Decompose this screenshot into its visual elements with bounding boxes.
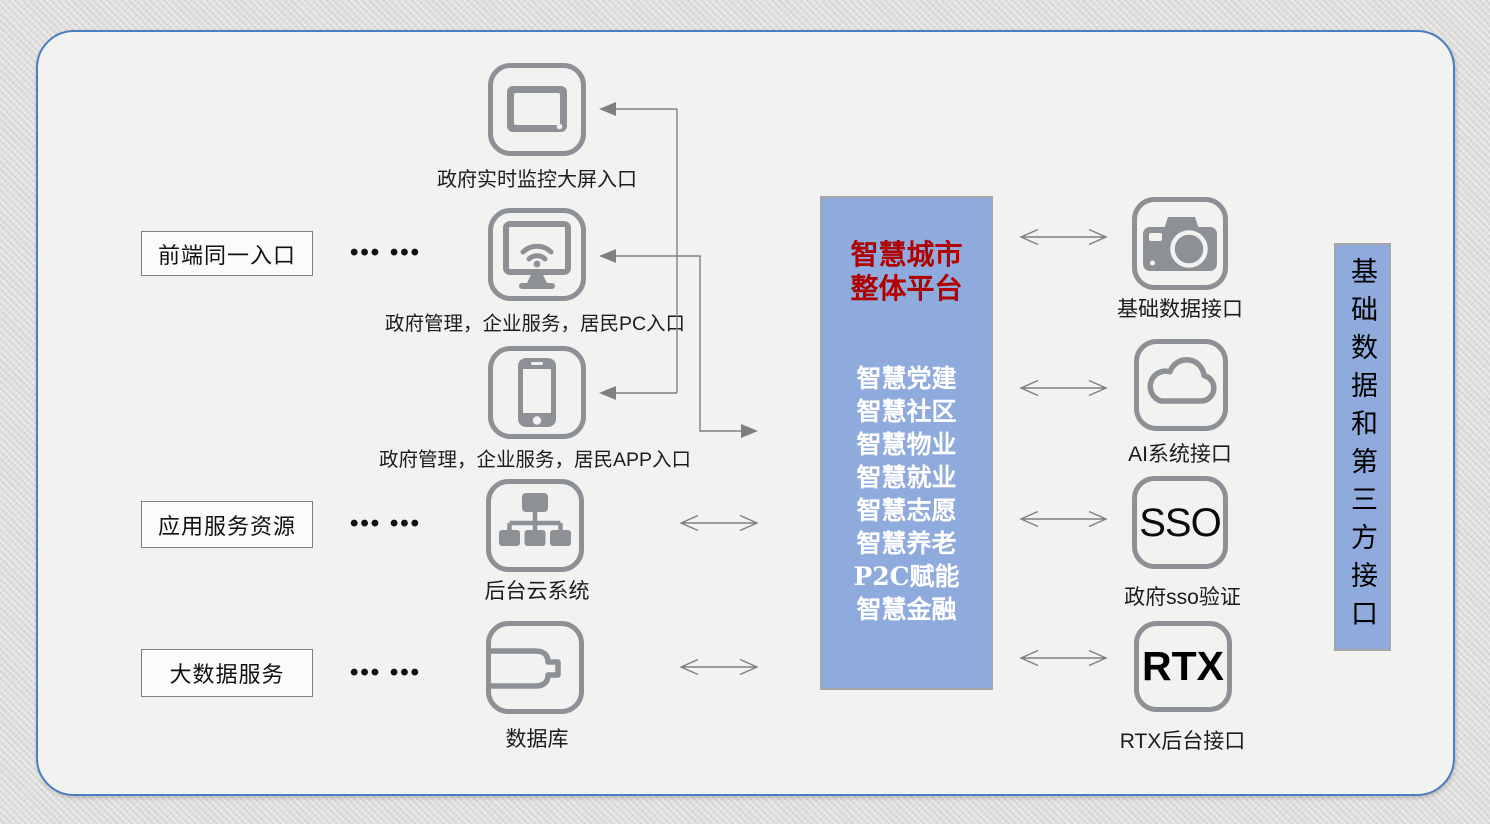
platform-item: 智慧养老 [856, 529, 957, 558]
tablet-caption: 政府实时监控大屏入口 [437, 169, 637, 191]
camera-icon [1131, 196, 1229, 291]
ai-interface-caption: AI系统接口 [1128, 443, 1232, 466]
platform-item: 智慧党建 [856, 364, 957, 393]
rtx-icon: RTX [1133, 620, 1233, 713]
third-party-bar-text: 基础数据和第三方接口 [1347, 257, 1377, 637]
platform-item: 智慧物业 [856, 430, 957, 459]
app-service-label-text: 应用服务资源 [157, 513, 296, 539]
database-caption: 数据库 [505, 728, 569, 751]
platform-box: 智慧城市 整体平台 智慧党建 智慧社区 智慧物业 智慧就业 智慧志愿 智慧养老 … [820, 196, 993, 690]
tablet-screen-icon [487, 62, 587, 157]
platform-item: 智慧就业 [856, 463, 957, 492]
base-data-caption: 基础数据接口 [1117, 298, 1243, 321]
sso-icon: SSO [1131, 475, 1229, 570]
sso-caption: 政府sso验证 [1124, 586, 1241, 609]
smartphone-icon [487, 345, 587, 440]
platform-item: 智慧社区 [856, 397, 957, 426]
ellipsis-dots-2: ••• ••• [350, 510, 422, 537]
cloud-icon [1133, 338, 1229, 432]
platform-item: P2C赋能 [853, 562, 960, 591]
front-entry-label: 前端同一入口 [141, 231, 313, 276]
rtx-caption: RTX后台接口 [1119, 730, 1246, 753]
front-entry-label-text: 前端同一入口 [157, 242, 296, 268]
platform-item: 智慧金融 [856, 595, 957, 624]
pc-entry-caption: 政府管理，企业服务，居民PC入口 [384, 313, 686, 335]
third-party-bar: 基础数据和第三方接口 [1334, 243, 1391, 651]
sso-icon-text: SSO [1139, 501, 1220, 545]
platform-item-list: 智慧党建 智慧社区 智慧物业 智慧就业 智慧志愿 智慧养老 P2C赋能 智慧金融 [822, 362, 991, 626]
app-service-label: 应用服务资源 [141, 501, 313, 548]
cloud-system-icon [485, 478, 585, 573]
platform-title-line1: 智慧城市 [850, 238, 963, 271]
cloud-system-caption: 后台云系统 [484, 580, 590, 603]
app-entry-caption: 政府管理，企业服务，居民APP入口 [378, 449, 692, 471]
platform-title-line2: 整体平台 [850, 272, 963, 305]
platform-item: 智慧志愿 [856, 496, 957, 525]
bigdata-label: 大数据服务 [141, 649, 313, 697]
ellipsis-dots-3: ••• ••• [350, 659, 422, 686]
platform-title: 智慧城市 整体平台 [822, 238, 991, 306]
desktop-wifi-icon [487, 207, 587, 302]
rtx-icon-text: RTX [1142, 643, 1224, 689]
bigdata-label-text: 大数据服务 [169, 662, 285, 687]
ellipsis-dots-1: ••• ••• [350, 239, 422, 266]
database-icon [485, 620, 585, 715]
